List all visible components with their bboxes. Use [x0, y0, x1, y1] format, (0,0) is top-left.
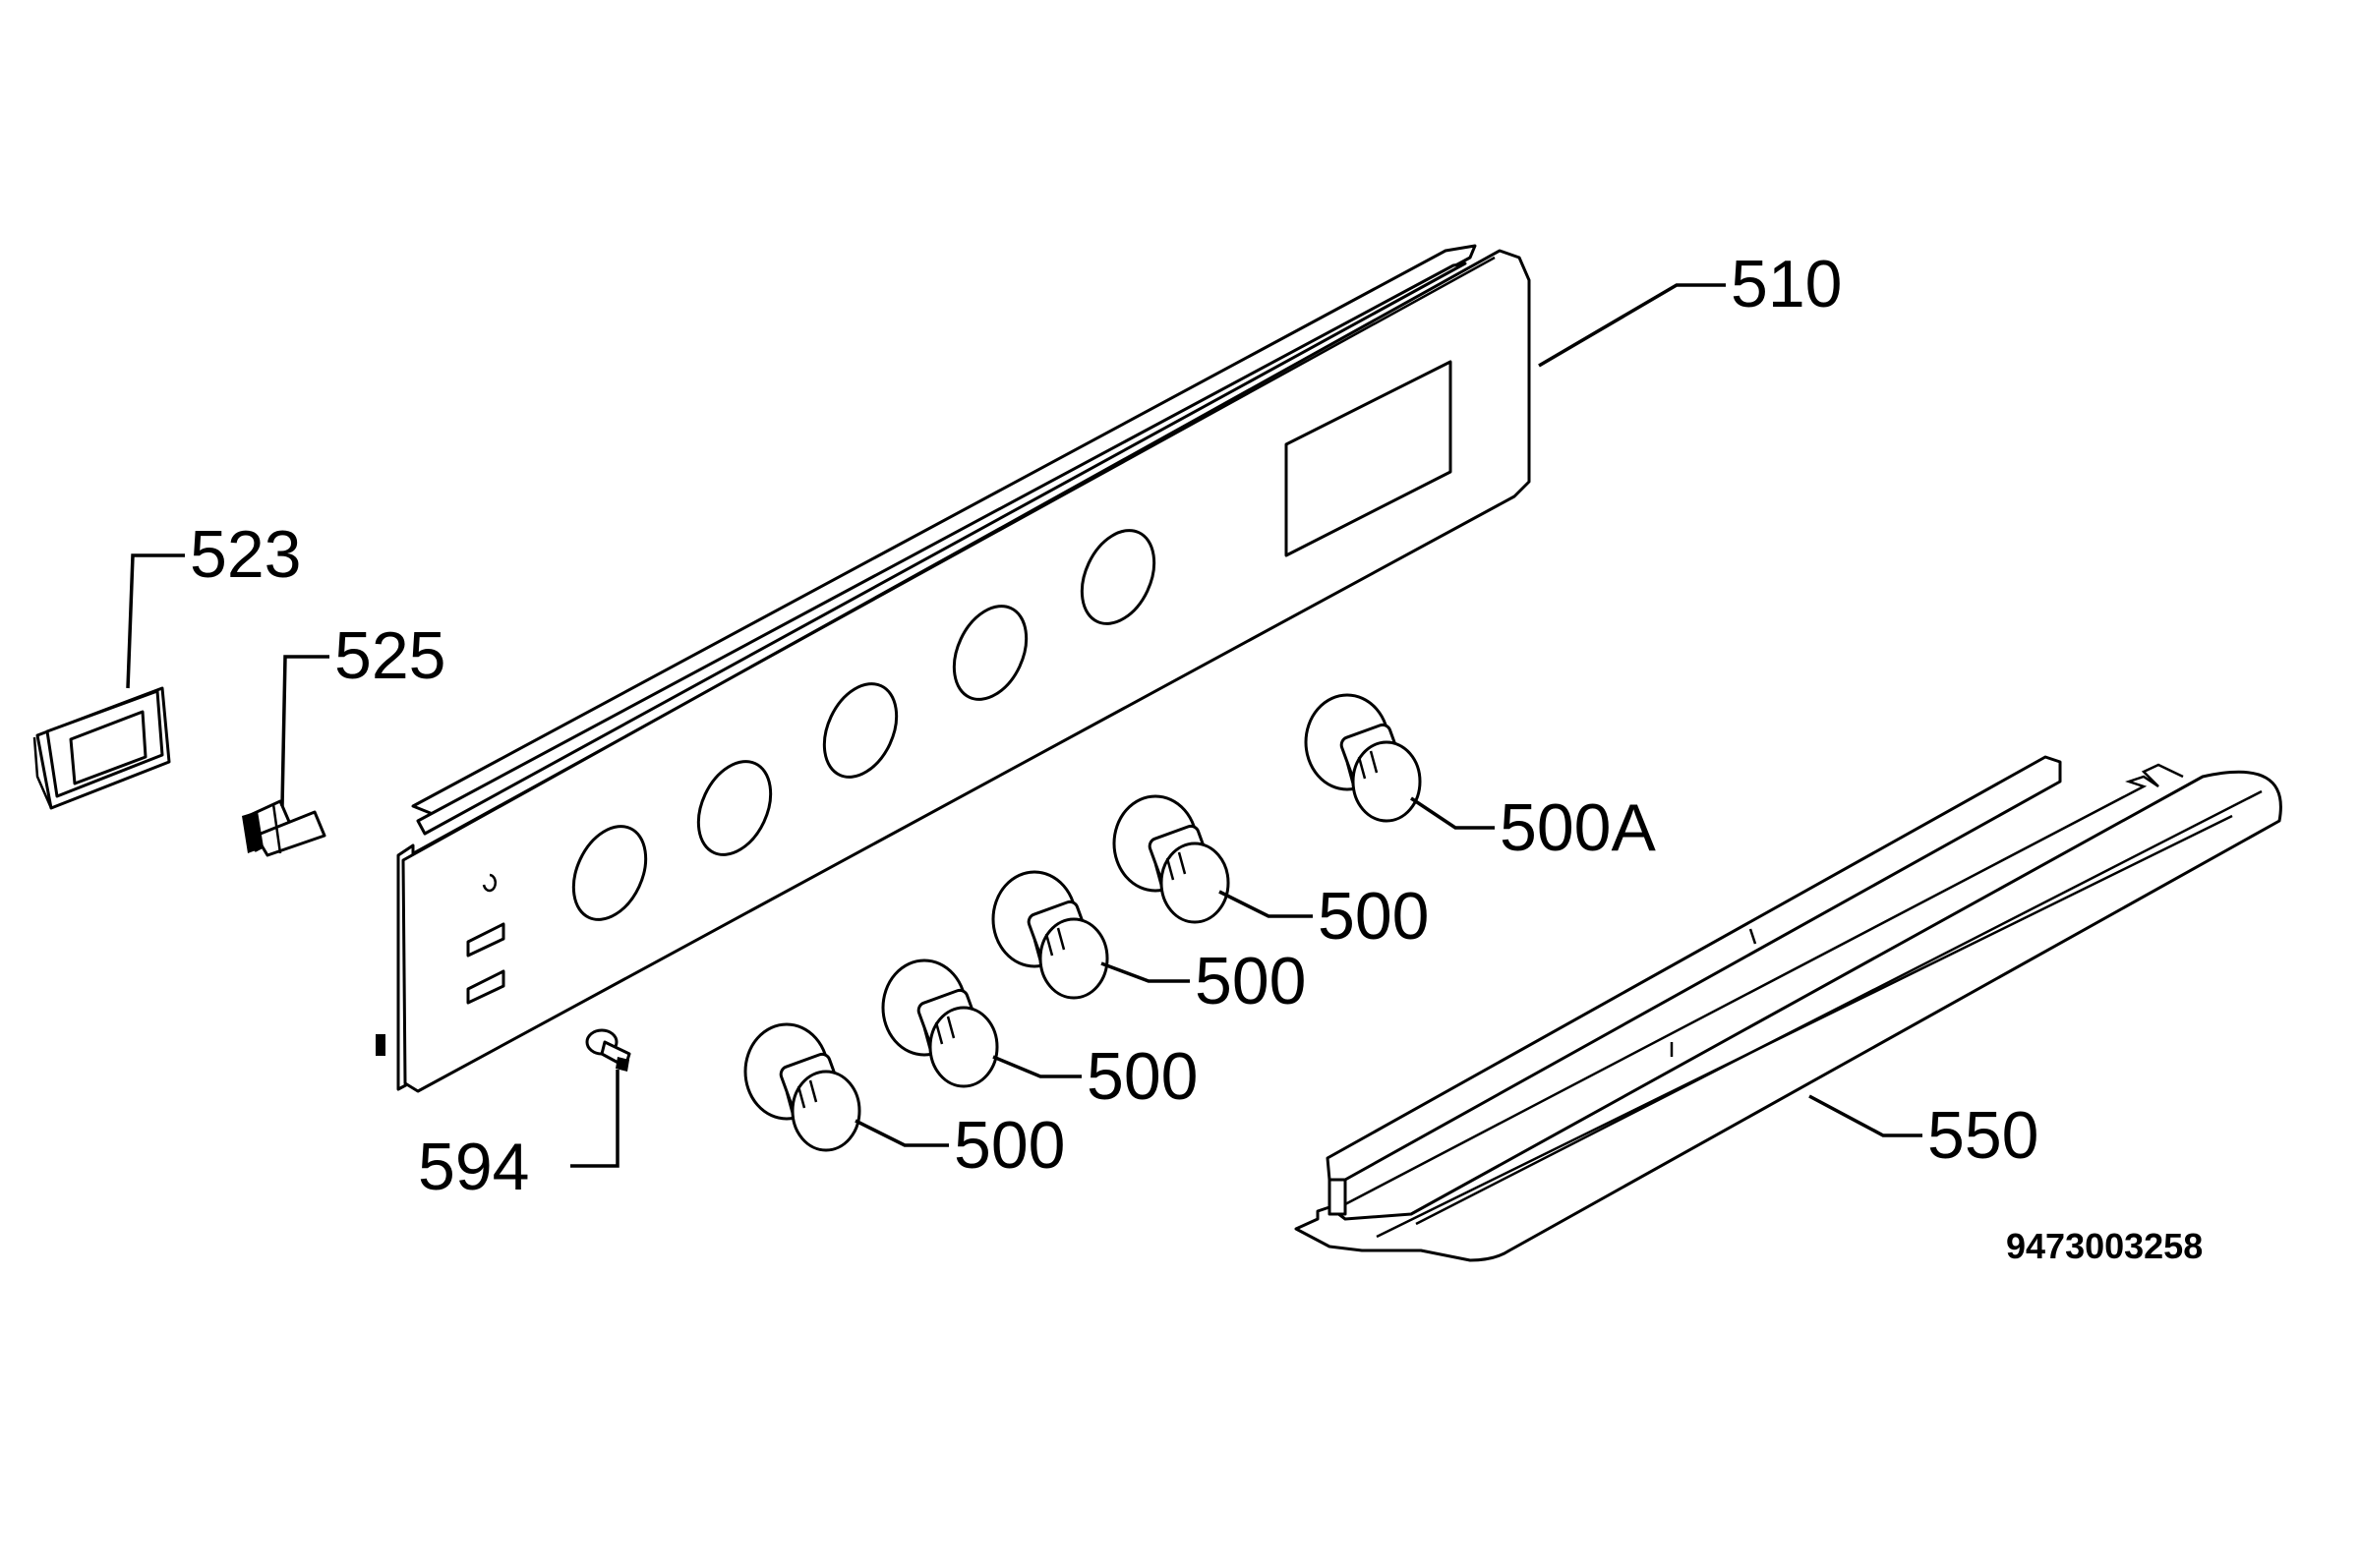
leader-line-500 — [1218, 890, 1313, 918]
leader-line-500 — [855, 1119, 949, 1147]
leader-line-594 — [570, 1070, 620, 1168]
switch-frame-part — [32, 686, 171, 810]
leader-line-500 — [1100, 961, 1190, 983]
label-550: 550 — [1927, 1098, 2038, 1173]
label-500: 500 — [1318, 879, 1429, 954]
knob-hole — [571, 825, 648, 921]
knob-500 — [881, 958, 999, 1088]
leader-line-523 — [126, 553, 185, 689]
knob-hole — [952, 605, 1029, 701]
leader-line-510 — [1538, 283, 1726, 368]
screw-part — [585, 1028, 631, 1072]
label-500a: 500A — [1500, 790, 1656, 865]
label-500: 500 — [1195, 944, 1306, 1018]
knob-hole — [1080, 529, 1156, 625]
control-panel-part — [376, 244, 1531, 1093]
knob-500a — [1304, 693, 1422, 823]
label-525: 525 — [334, 618, 445, 693]
label-500: 500 — [1087, 1039, 1198, 1114]
knob-hole — [696, 760, 773, 856]
leader-line-525 — [280, 655, 329, 807]
trim-strip-part — [1294, 755, 2282, 1262]
label-500: 500 — [954, 1108, 1065, 1183]
knob-500 — [743, 1022, 861, 1152]
label-523: 523 — [190, 517, 301, 592]
label-510: 510 — [1731, 247, 1842, 321]
knob-500 — [1112, 794, 1230, 924]
label-594: 594 — [418, 1130, 529, 1204]
rocker-switch-part — [242, 799, 326, 857]
document-number: 9473003258 — [2006, 1226, 2203, 1266]
knob-hole — [822, 682, 899, 779]
display-window — [1284, 360, 1452, 557]
knob-500 — [991, 870, 1109, 1000]
leader-line-550 — [1808, 1094, 1922, 1137]
leader-line-500a — [1410, 796, 1495, 830]
leader-line-500 — [992, 1055, 1082, 1078]
